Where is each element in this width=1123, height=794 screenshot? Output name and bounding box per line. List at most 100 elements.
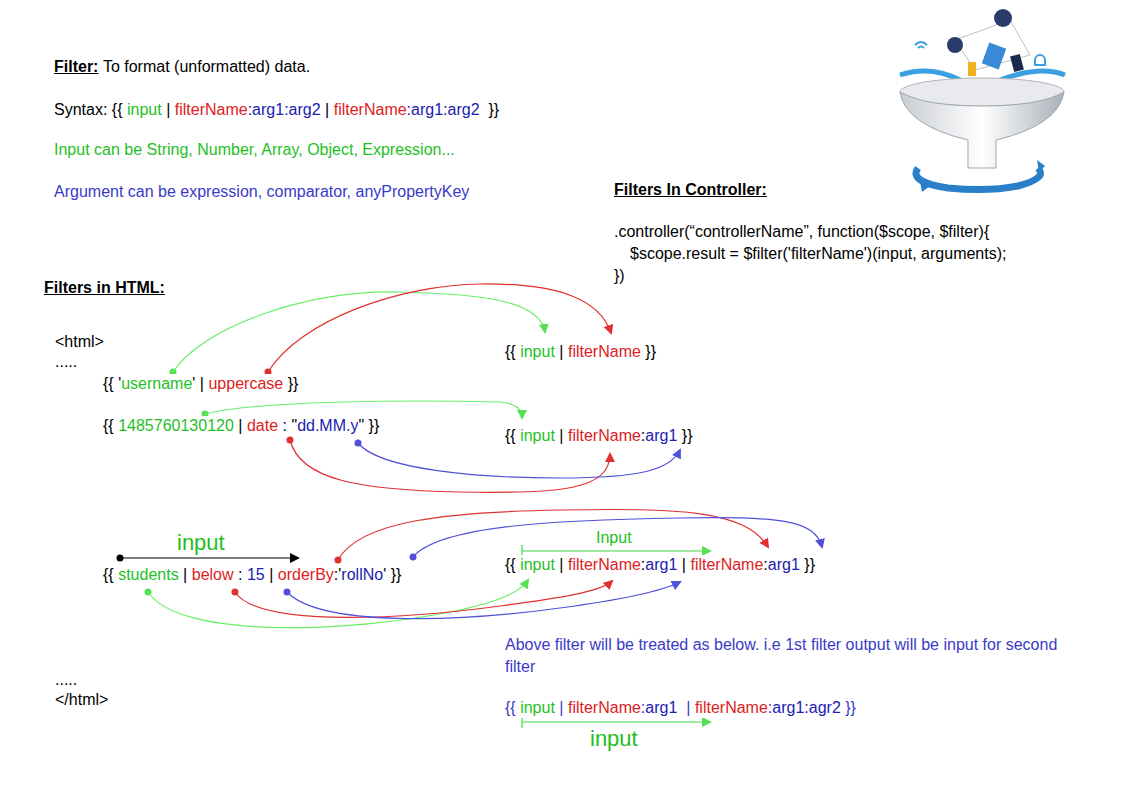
label-text: input xyxy=(520,555,555,575)
label-text: filterName xyxy=(568,426,641,446)
label-text: }) xyxy=(614,266,625,286)
text-line: Input can be String, Number, Array, Obje… xyxy=(54,140,455,160)
text-line: Filters In Controller: xyxy=(614,180,767,200)
label-text: ' xyxy=(383,565,386,585)
label-text: <html> xyxy=(55,332,104,352)
label-text: filterName xyxy=(334,100,407,120)
text-line: Input xyxy=(596,528,632,548)
label-text: | xyxy=(166,100,170,120)
label-text: | xyxy=(269,565,273,585)
leader-curve xyxy=(338,509,768,560)
label-text: Syntax: {{ xyxy=(54,100,123,120)
label-text: arg1 xyxy=(645,555,677,575)
label-text: username xyxy=(121,374,192,394)
label-text: | xyxy=(183,565,187,585)
label-text: .controller(“controllerName”, function($… xyxy=(614,222,989,242)
input-arrow xyxy=(522,550,710,551)
label-text: | xyxy=(238,416,242,436)
text-line: </html> xyxy=(55,690,108,710)
label-text: filterName xyxy=(568,698,641,718)
text-line: {{ 'username' |uppercase}} xyxy=(103,374,298,394)
leader-curve xyxy=(290,440,610,492)
label-text: Argument can be expression, comparator, … xyxy=(54,182,469,202)
text-line: Syntax: {{input|filterName:arg1:arg2|fil… xyxy=(54,100,499,120)
label-text: }} xyxy=(489,100,500,120)
label-text: filterName xyxy=(695,698,768,718)
text-line: {{1485760130120|date: "dd.MM.y" }} xyxy=(103,416,379,436)
text-line: {{input|filterName:arg1|filterName:arg1}… xyxy=(505,555,815,575)
label-text: : " xyxy=(283,416,298,436)
label-text: :arg1:arg2 xyxy=(407,100,480,120)
text-line: input xyxy=(177,529,225,557)
label-text: }} xyxy=(804,555,815,575)
text-line: .controller(“controllerName”, function($… xyxy=(614,222,989,242)
label-text: dd.MM.y xyxy=(297,416,358,436)
label-text: filterName xyxy=(690,555,763,575)
label-text: below xyxy=(192,565,234,585)
label-text: }} xyxy=(682,426,693,446)
label-text: To format (unformatted) data. xyxy=(103,57,310,77)
leader-curve xyxy=(235,581,612,617)
label-text: Input xyxy=(596,528,632,548)
text-line: Argument can be expression, comparator, … xyxy=(54,182,469,202)
label-text: rollNo xyxy=(341,565,383,585)
label-text: ' | xyxy=(192,374,204,394)
label-text: }} xyxy=(288,374,299,394)
note-text: Above filter will be treated as below. i… xyxy=(505,634,1065,678)
leader-curve xyxy=(287,582,680,619)
label-text: input xyxy=(520,698,555,718)
leader-curve xyxy=(268,284,611,372)
label-text: : xyxy=(238,565,242,585)
label-text: input xyxy=(520,426,555,446)
text-line: Filter:To format (unformatted) data. xyxy=(54,57,310,77)
input-arrow xyxy=(120,557,298,558)
label-text: Filters In Controller: xyxy=(614,180,767,200)
label-text: {{ xyxy=(505,555,516,575)
label-text: input xyxy=(177,529,225,557)
text-line: <html> xyxy=(55,332,104,352)
text-line: {{students|below:15|orderBy:'rollNo'}} xyxy=(103,565,401,585)
label-text: {{ xyxy=(505,426,516,446)
label-text: 1485760130120 xyxy=(118,416,234,436)
text-line: ..... xyxy=(55,352,77,372)
label-text: ..... xyxy=(55,352,77,372)
text-line: input xyxy=(590,725,638,753)
label-text: Input can be String, Number, Array, Obje… xyxy=(54,140,455,160)
label-text: | xyxy=(682,555,686,575)
label-text: </html> xyxy=(55,690,108,710)
text-line: $scope.result = $filter('filterName')(in… xyxy=(630,244,1006,264)
label-text: arg1 xyxy=(645,426,677,446)
leader-curve xyxy=(413,518,822,557)
label-text: input xyxy=(590,725,638,753)
label-text: {{ ' xyxy=(103,374,121,394)
text-line: {{input|filterName:arg1|filterName:arg1:… xyxy=(505,698,856,718)
label-text: | xyxy=(559,426,563,446)
label-text: {{ xyxy=(103,565,114,585)
label-text: | xyxy=(559,698,563,718)
label-text: | xyxy=(559,555,563,575)
label-text: Filter: xyxy=(54,57,98,77)
text-line: {{input|filterName:arg1}} xyxy=(505,426,693,446)
leader-curve xyxy=(173,292,545,372)
label-text: | xyxy=(559,342,563,362)
label-text: }} xyxy=(391,565,402,585)
label-text: filterName xyxy=(175,100,248,120)
label-text: arg1 xyxy=(768,555,800,575)
label-text: 15 xyxy=(247,565,265,585)
label-text: :arg1:arg2 xyxy=(248,100,321,120)
label-text: | xyxy=(325,100,329,120)
label-text: {{ xyxy=(103,416,114,436)
text-line: ..... xyxy=(55,670,77,690)
label-text: students xyxy=(118,565,178,585)
label-text: :' xyxy=(334,565,342,585)
input-arrow xyxy=(522,721,710,722)
text-line: {{input|filterName}} xyxy=(505,342,656,362)
label-text: | xyxy=(686,698,690,718)
label-text: Filters in HTML: xyxy=(44,278,165,298)
leader-curve xyxy=(358,443,680,478)
leader-curve xyxy=(148,580,528,628)
label-text: ..... xyxy=(55,670,77,690)
label-text: arg1 xyxy=(645,698,677,718)
label-text: input xyxy=(127,100,162,120)
label-text: filterName xyxy=(568,555,641,575)
